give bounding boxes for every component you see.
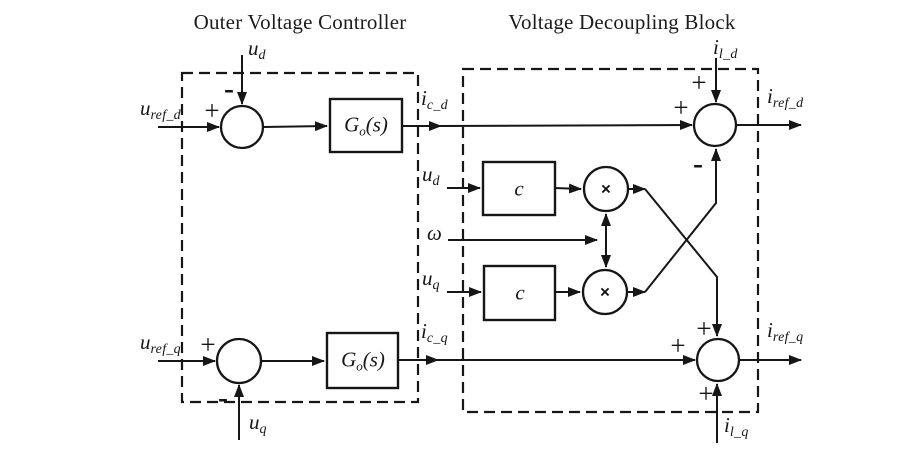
c-block-bottom (482, 264, 557, 322)
label-u-ref-d: uref_d (139, 96, 181, 123)
sign-dec-q-plus-bottom: + (698, 378, 714, 409)
go-block-top-label: Go(s) (344, 112, 388, 139)
label-u-q-bottom: uq (249, 410, 267, 437)
label-i-ref-q: iref_q (767, 318, 804, 345)
wire-sum-to-go-top (262, 121, 328, 132)
label-u-d-mid: ud (422, 162, 440, 189)
label-u-q-mid: uq (422, 266, 440, 293)
label-u-d-top: ud (248, 36, 266, 63)
wire-i-c-d-to-sum (440, 120, 693, 131)
go-block-bottom-label: Go(s) (341, 347, 385, 374)
label-i-l-d: il_d (713, 35, 738, 62)
sign-dec-d-plus-left: + (673, 92, 689, 123)
c-block-top-label: c (514, 176, 524, 201)
multiplier-bottom (581, 268, 629, 316)
sign-dec-q-plus-left: + (670, 330, 686, 361)
voltage-decoupling-box (461, 67, 760, 414)
sum-junction-outer-q (215, 337, 263, 385)
label-u-ref-q: uref_q (139, 330, 181, 357)
voltage-decoupling-title: Voltage Decoupling Block (508, 10, 736, 34)
outer-voltage-controller-title: Outer Voltage Controller (193, 10, 407, 34)
go-block-top (328, 97, 404, 154)
c-block-bottom-label: c (515, 280, 525, 305)
c-block-top (481, 160, 557, 217)
sign-outer-d-minus: - (224, 72, 234, 105)
label-omega: ω (427, 221, 442, 245)
label-i-l-q: il_q (724, 413, 749, 440)
label-i-ref-d: iref_d (767, 84, 804, 111)
multiplier-bottom-symbol: × (600, 282, 610, 302)
wire-cross-up-to-sum-d (644, 148, 721, 293)
sign-dec-q-plus-top: + (696, 313, 712, 344)
multiplier-top (582, 165, 630, 213)
sign-outer-q-minus: - (218, 381, 228, 414)
sum-junction-outer-d (219, 104, 265, 150)
sum-junction-decoupling-q (695, 337, 741, 383)
wire-cross-down-to-sum-q (644, 188, 722, 337)
label-i-c-q: ic_q (421, 319, 448, 346)
multiplier-top-symbol: × (601, 179, 611, 199)
sign-outer-d-plus: + (204, 95, 220, 126)
go-block-bottom (325, 331, 400, 390)
label-i-c-d: ic_d (421, 86, 448, 113)
sign-outer-q-plus: + (200, 329, 216, 360)
outer-voltage-controller-box (180, 71, 420, 404)
wire-c-to-mult-top (554, 183, 582, 194)
sign-dec-d-plus-top: + (691, 67, 707, 98)
sum-junction-decoupling-d (692, 102, 738, 148)
sign-dec-d-minus-bottom: - (693, 147, 703, 180)
